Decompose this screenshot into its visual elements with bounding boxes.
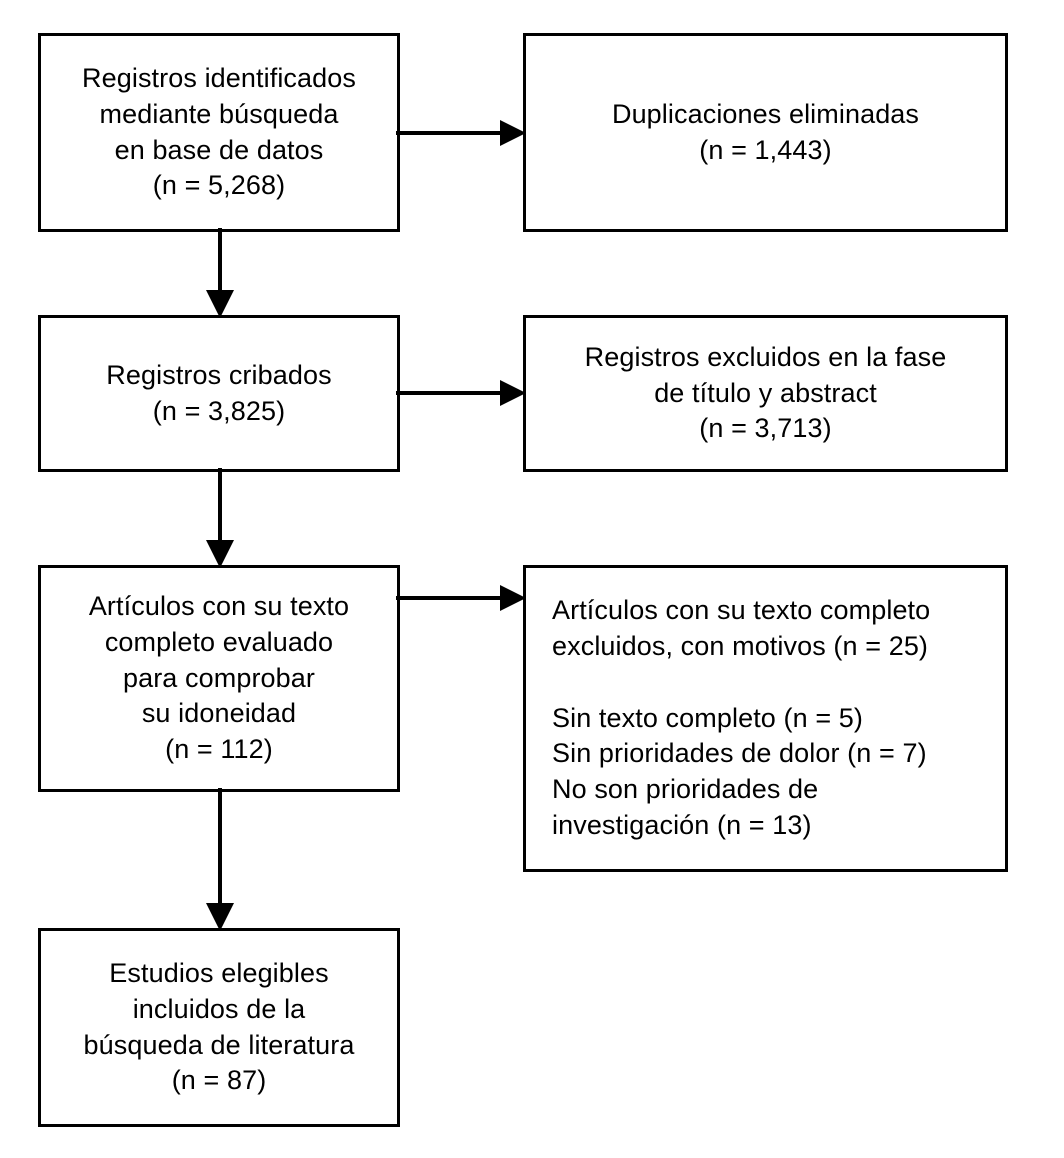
fulltext-assessed-text: Artículos con su texto completo evaluado… — [88, 590, 350, 765]
arrow-screened-to-excluded — [396, 373, 528, 413]
records-screened-box: Registros cribados (n = 3,825) — [38, 315, 400, 472]
arrow-fulltext-to-included — [200, 788, 240, 933]
arrow-identified-to-screened — [200, 228, 240, 320]
records-excluded-box: Registros excluidos en la fase de título… — [523, 315, 1008, 472]
records-identified-text: Registros identificados mediante búsqued… — [82, 62, 356, 201]
studies-included-text: Estudios elegibles incluidos de la búsqu… — [83, 957, 355, 1096]
duplicates-removed-box: Duplicaciones eliminadas (n = 1,443) — [523, 33, 1008, 232]
arrow-identified-to-duplicates — [396, 113, 528, 153]
arrow-fulltext-to-excluded — [396, 578, 528, 618]
fulltext-excluded-box: Artículos con su texto completo excluido… — [523, 565, 1008, 872]
records-excluded-text: Registros excluidos en la fase de título… — [584, 341, 947, 444]
studies-included-box: Estudios elegibles incluidos de la búsqu… — [38, 928, 400, 1127]
duplicates-removed-text: Duplicaciones eliminadas (n = 1,443) — [611, 98, 920, 165]
fulltext-excluded-text: Artículos con su texto completo excluido… — [552, 594, 931, 841]
records-screened-text: Registros cribados (n = 3,825) — [106, 359, 332, 426]
arrow-screened-to-fulltext — [200, 468, 240, 570]
fulltext-assessed-box: Artículos con su texto completo evaluado… — [38, 565, 400, 792]
records-identified-box: Registros identificados mediante búsqued… — [38, 33, 400, 232]
